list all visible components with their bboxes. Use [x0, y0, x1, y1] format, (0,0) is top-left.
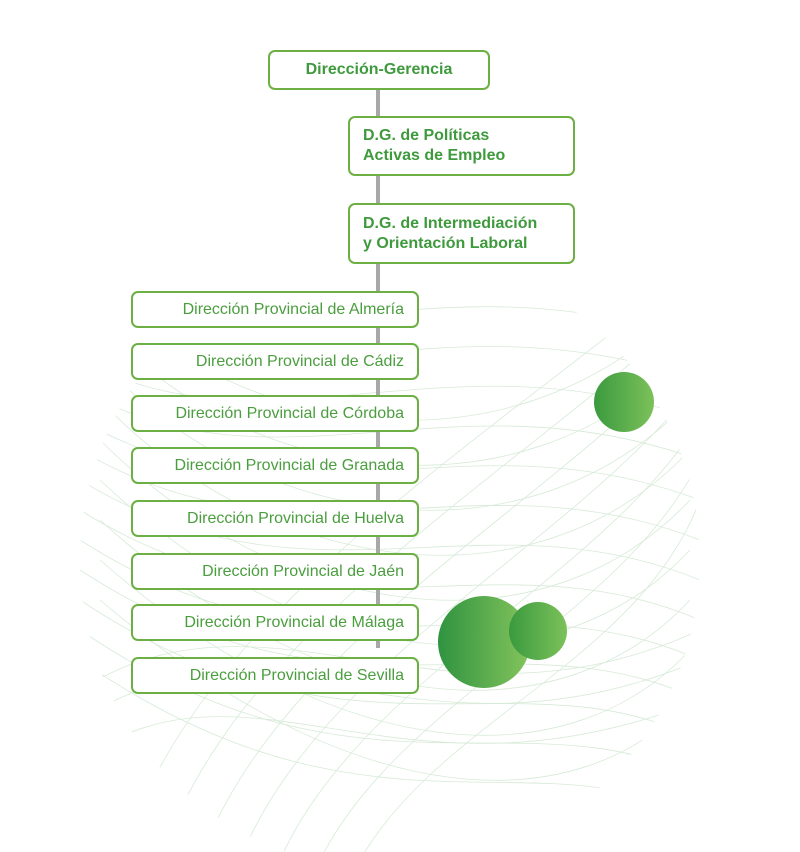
- node-provincial-malaga: Dirección Provincial de Málaga: [131, 604, 419, 641]
- node-label: Dirección Provincial de Sevilla: [189, 666, 404, 684]
- node-provincial-cadiz: Dirección Provincial de Cádiz: [131, 343, 419, 380]
- node-provincial-jaen: Dirección Provincial de Jaén: [131, 553, 419, 590]
- node-label: Dirección Provincial de Almería: [182, 300, 404, 318]
- node-label: Dirección Provincial de Jaén: [202, 562, 404, 580]
- node-provincial-sevilla: Dirección Provincial de Sevilla: [131, 657, 419, 694]
- node-dg-politicas-activas: D.G. de Políticas Activas de Empleo: [348, 116, 575, 176]
- decorative-circle-top: [594, 372, 654, 432]
- node-label: Dirección Provincial de Córdoba: [175, 404, 404, 422]
- node-label: D.G. de Políticas Activas de Empleo: [363, 127, 506, 164]
- node-provincial-granada: Dirección Provincial de Granada: [131, 447, 419, 484]
- node-provincial-cordoba: Dirección Provincial de Córdoba: [131, 395, 419, 432]
- node-direccion-gerencia: Dirección-Gerencia: [268, 50, 490, 90]
- node-dg-intermediacion: D.G. de Intermediación y Orientación Lab…: [348, 203, 575, 264]
- node-label: Dirección Provincial de Málaga: [184, 613, 404, 631]
- node-label: Dirección Provincial de Granada: [174, 456, 404, 474]
- decorative-circle-small: [509, 602, 567, 660]
- node-provincial-huelva: Dirección Provincial de Huelva: [131, 500, 419, 537]
- node-provincial-almeria: Dirección Provincial de Almería: [131, 291, 419, 328]
- node-label: Dirección Provincial de Cádiz: [195, 352, 404, 370]
- node-label: Dirección-Gerencia: [305, 61, 453, 78]
- decorative-circle-large: [438, 596, 530, 688]
- node-label: Dirección Provincial de Huelva: [187, 509, 404, 527]
- node-label: D.G. de Intermediación y Orientación Lab…: [363, 214, 538, 252]
